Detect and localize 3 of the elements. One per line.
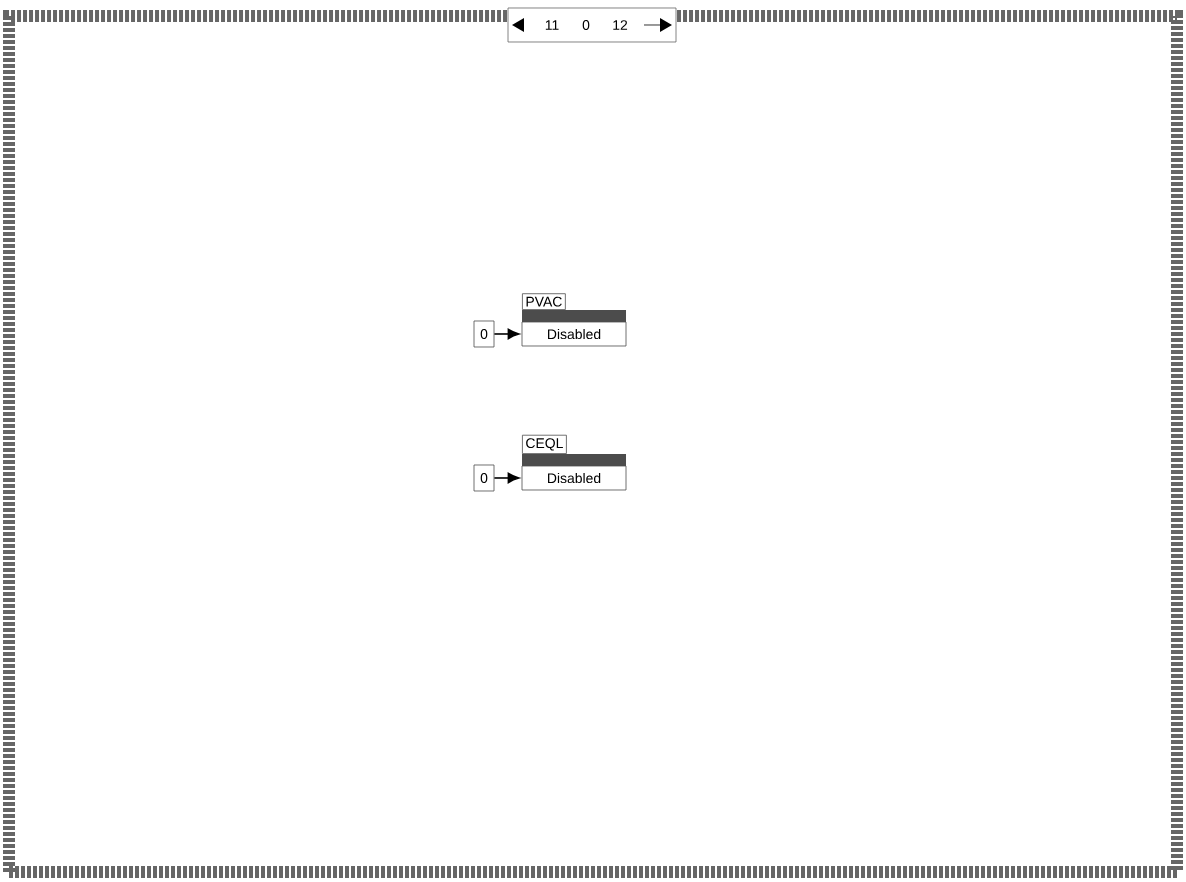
wire xyxy=(493,472,520,484)
wire xyxy=(493,328,520,340)
sequence-frame xyxy=(3,10,1183,878)
